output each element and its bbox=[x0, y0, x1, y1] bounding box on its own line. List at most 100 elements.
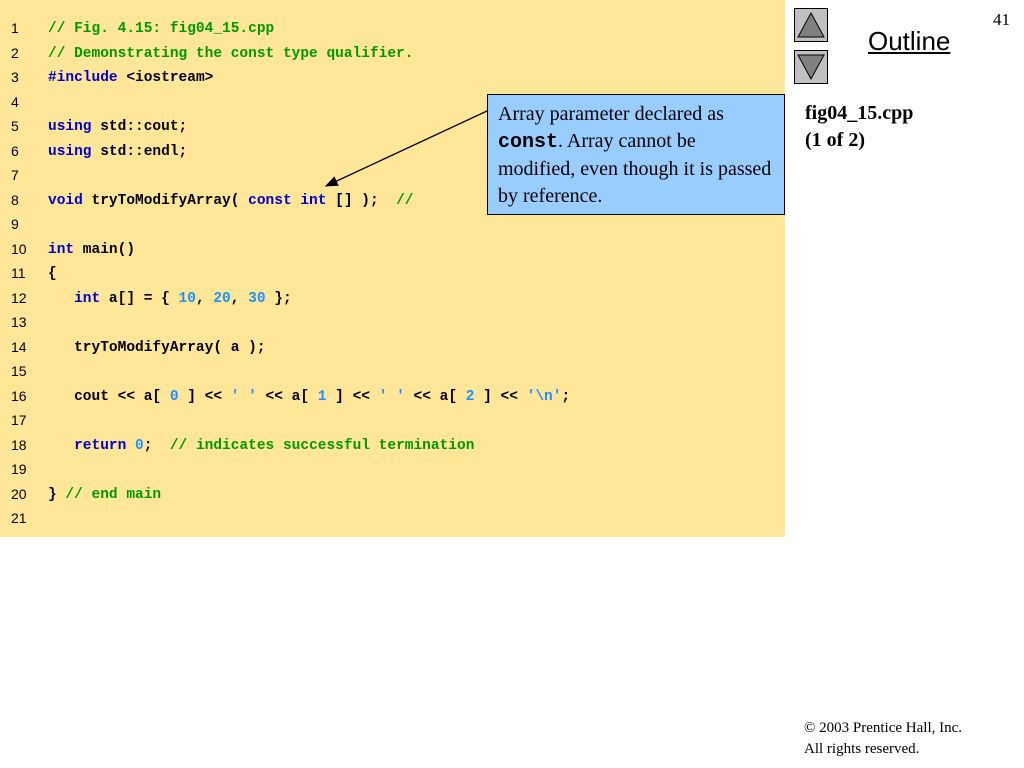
code-token: 0 bbox=[169, 388, 179, 405]
code-text: // Fig. 4.15: fig04_15.cpp bbox=[48, 21, 274, 37]
code-text: int a[] = { 10, 20, 30 }; bbox=[48, 291, 292, 307]
code-token: <iostream> bbox=[117, 70, 214, 86]
line-number: 21 bbox=[11, 510, 27, 526]
code-token: #include bbox=[48, 70, 118, 86]
line-number: 7 bbox=[11, 167, 19, 183]
copyright-line-2: All rights reserved. bbox=[804, 741, 920, 757]
code-token: 2 bbox=[465, 388, 475, 405]
line-number: 20 bbox=[11, 485, 27, 502]
code-line: 2 // Demonstrating the const type qualifi… bbox=[0, 45, 785, 70]
code-token: ' ' bbox=[378, 388, 405, 405]
code-line: 8 void tryToModifyArray( const int [] ); … bbox=[0, 192, 785, 217]
line-number: 4 bbox=[11, 93, 19, 110]
code-token: // bbox=[396, 192, 414, 209]
code-token: , bbox=[195, 290, 214, 307]
line-number: 18 bbox=[11, 436, 27, 453]
code-line: 21 bbox=[0, 510, 785, 535]
code-token: }; bbox=[265, 290, 292, 307]
code-token: a[] = { bbox=[100, 290, 179, 307]
code-listing: 1 // Fig. 4.15: fig04_15.cpp 2 // Demonstra… bbox=[0, 0, 785, 537]
code-text: using std::endl; bbox=[48, 144, 187, 160]
code-text: tryToModifyArray( a ); bbox=[48, 339, 266, 356]
code-token: // end main bbox=[65, 486, 162, 503]
code-token: << a[ bbox=[404, 388, 466, 405]
code-token: ] << bbox=[474, 388, 527, 405]
code-token: 1 bbox=[317, 388, 327, 405]
code-line: 1 // Fig. 4.15: fig04_15.cpp bbox=[0, 20, 785, 45]
code-token: << a[ bbox=[256, 388, 318, 405]
code-line: 15 bbox=[0, 363, 785, 388]
triangle-up-icon bbox=[797, 11, 825, 38]
code-token: // Fig. 4.15: fig04_15.cpp bbox=[48, 21, 275, 37]
code-token: ; bbox=[561, 388, 571, 405]
code-text: #include <iostream> bbox=[48, 70, 213, 86]
next-slide-button[interactable] bbox=[794, 50, 828, 84]
code-text: } // end main bbox=[48, 487, 161, 503]
code-token: 20 bbox=[213, 290, 231, 307]
code-token: return bbox=[74, 437, 127, 454]
code-token: { bbox=[48, 266, 57, 282]
code-token: int bbox=[300, 192, 327, 209]
code-text: using std::cout; bbox=[48, 119, 187, 135]
page-number: 41 bbox=[993, 10, 1010, 29]
code-token: ] << bbox=[326, 388, 379, 405]
callout-text-before: Array parameter declared as bbox=[498, 103, 724, 125]
code-text: cout << a[ 0 ] << ' ' << a[ 1 ] << ' ' <… bbox=[48, 389, 570, 405]
triangle-down-icon bbox=[797, 54, 825, 81]
code-line: 5 using std::cout; bbox=[0, 118, 785, 143]
line-number: 8 bbox=[11, 191, 19, 208]
code-token: main() bbox=[74, 241, 136, 258]
code-token: void bbox=[48, 192, 83, 209]
line-number: 9 bbox=[11, 216, 19, 232]
code-text: return 0; // indicates successful termin… bbox=[48, 438, 474, 454]
code-line: 4 bbox=[0, 94, 785, 119]
code-token: 10 bbox=[178, 290, 196, 307]
previous-slide-button[interactable] bbox=[794, 8, 828, 42]
code-token: using bbox=[48, 119, 92, 135]
code-token: const bbox=[248, 192, 292, 209]
code-token: // indicates successful termination bbox=[169, 437, 475, 454]
line-number: 14 bbox=[11, 338, 27, 355]
code-token: // Demonstrating the const type qualifie… bbox=[48, 45, 414, 62]
code-token: using bbox=[48, 143, 92, 160]
callout-code-word: const bbox=[498, 131, 559, 154]
copyright: © 2003 Prentice Hall, Inc. All rights re… bbox=[804, 718, 962, 760]
code-token: ] << bbox=[178, 388, 231, 405]
code-text: // Demonstrating the const type qualifie… bbox=[48, 46, 413, 62]
line-number: 13 bbox=[11, 314, 27, 330]
line-number: 1 bbox=[11, 20, 19, 36]
code-token bbox=[48, 291, 74, 307]
line-number: 2 bbox=[11, 44, 19, 61]
code-token: [] ); bbox=[326, 192, 397, 209]
line-number: 16 bbox=[11, 387, 27, 404]
code-token: tryToModifyArray( a ); bbox=[48, 339, 266, 356]
code-token: ; bbox=[143, 437, 170, 454]
code-token: int bbox=[48, 241, 75, 258]
code-token bbox=[48, 438, 74, 454]
code-token: ' ' bbox=[230, 388, 257, 405]
code-line: 20} // end main bbox=[0, 486, 785, 511]
code-line: 11{ bbox=[0, 265, 785, 290]
line-number: 5 bbox=[11, 118, 19, 134]
code-text: void tryToModifyArray( const int [] ); /… bbox=[48, 193, 414, 209]
outline-link[interactable]: Outline bbox=[868, 26, 951, 56]
code-token: std::cout; bbox=[91, 119, 188, 135]
code-token: } bbox=[48, 486, 66, 503]
code-line: 9 bbox=[0, 216, 785, 241]
code-line: 16 cout << a[ 0 ] << ' ' << a[ 1 ] << ' … bbox=[0, 388, 785, 413]
code-token: int bbox=[74, 290, 101, 307]
line-number: 6 bbox=[11, 142, 19, 159]
code-token: std::endl; bbox=[91, 143, 188, 160]
file-name: fig04_15.cpp bbox=[805, 102, 914, 124]
code-line: 14 tryToModifyArray( a ); bbox=[0, 339, 785, 364]
code-line: 3 #include <iostream> bbox=[0, 69, 785, 94]
copyright-line-1: © 2003 Prentice Hall, Inc. bbox=[804, 720, 963, 736]
line-number: 19 bbox=[11, 461, 27, 477]
code-token: , bbox=[230, 290, 249, 307]
line-number: 3 bbox=[11, 69, 19, 85]
line-number: 17 bbox=[11, 412, 27, 428]
code-token: cout << a[ bbox=[48, 388, 170, 405]
code-token: tryToModifyArray( bbox=[82, 192, 249, 209]
code-line: 17 bbox=[0, 412, 785, 437]
